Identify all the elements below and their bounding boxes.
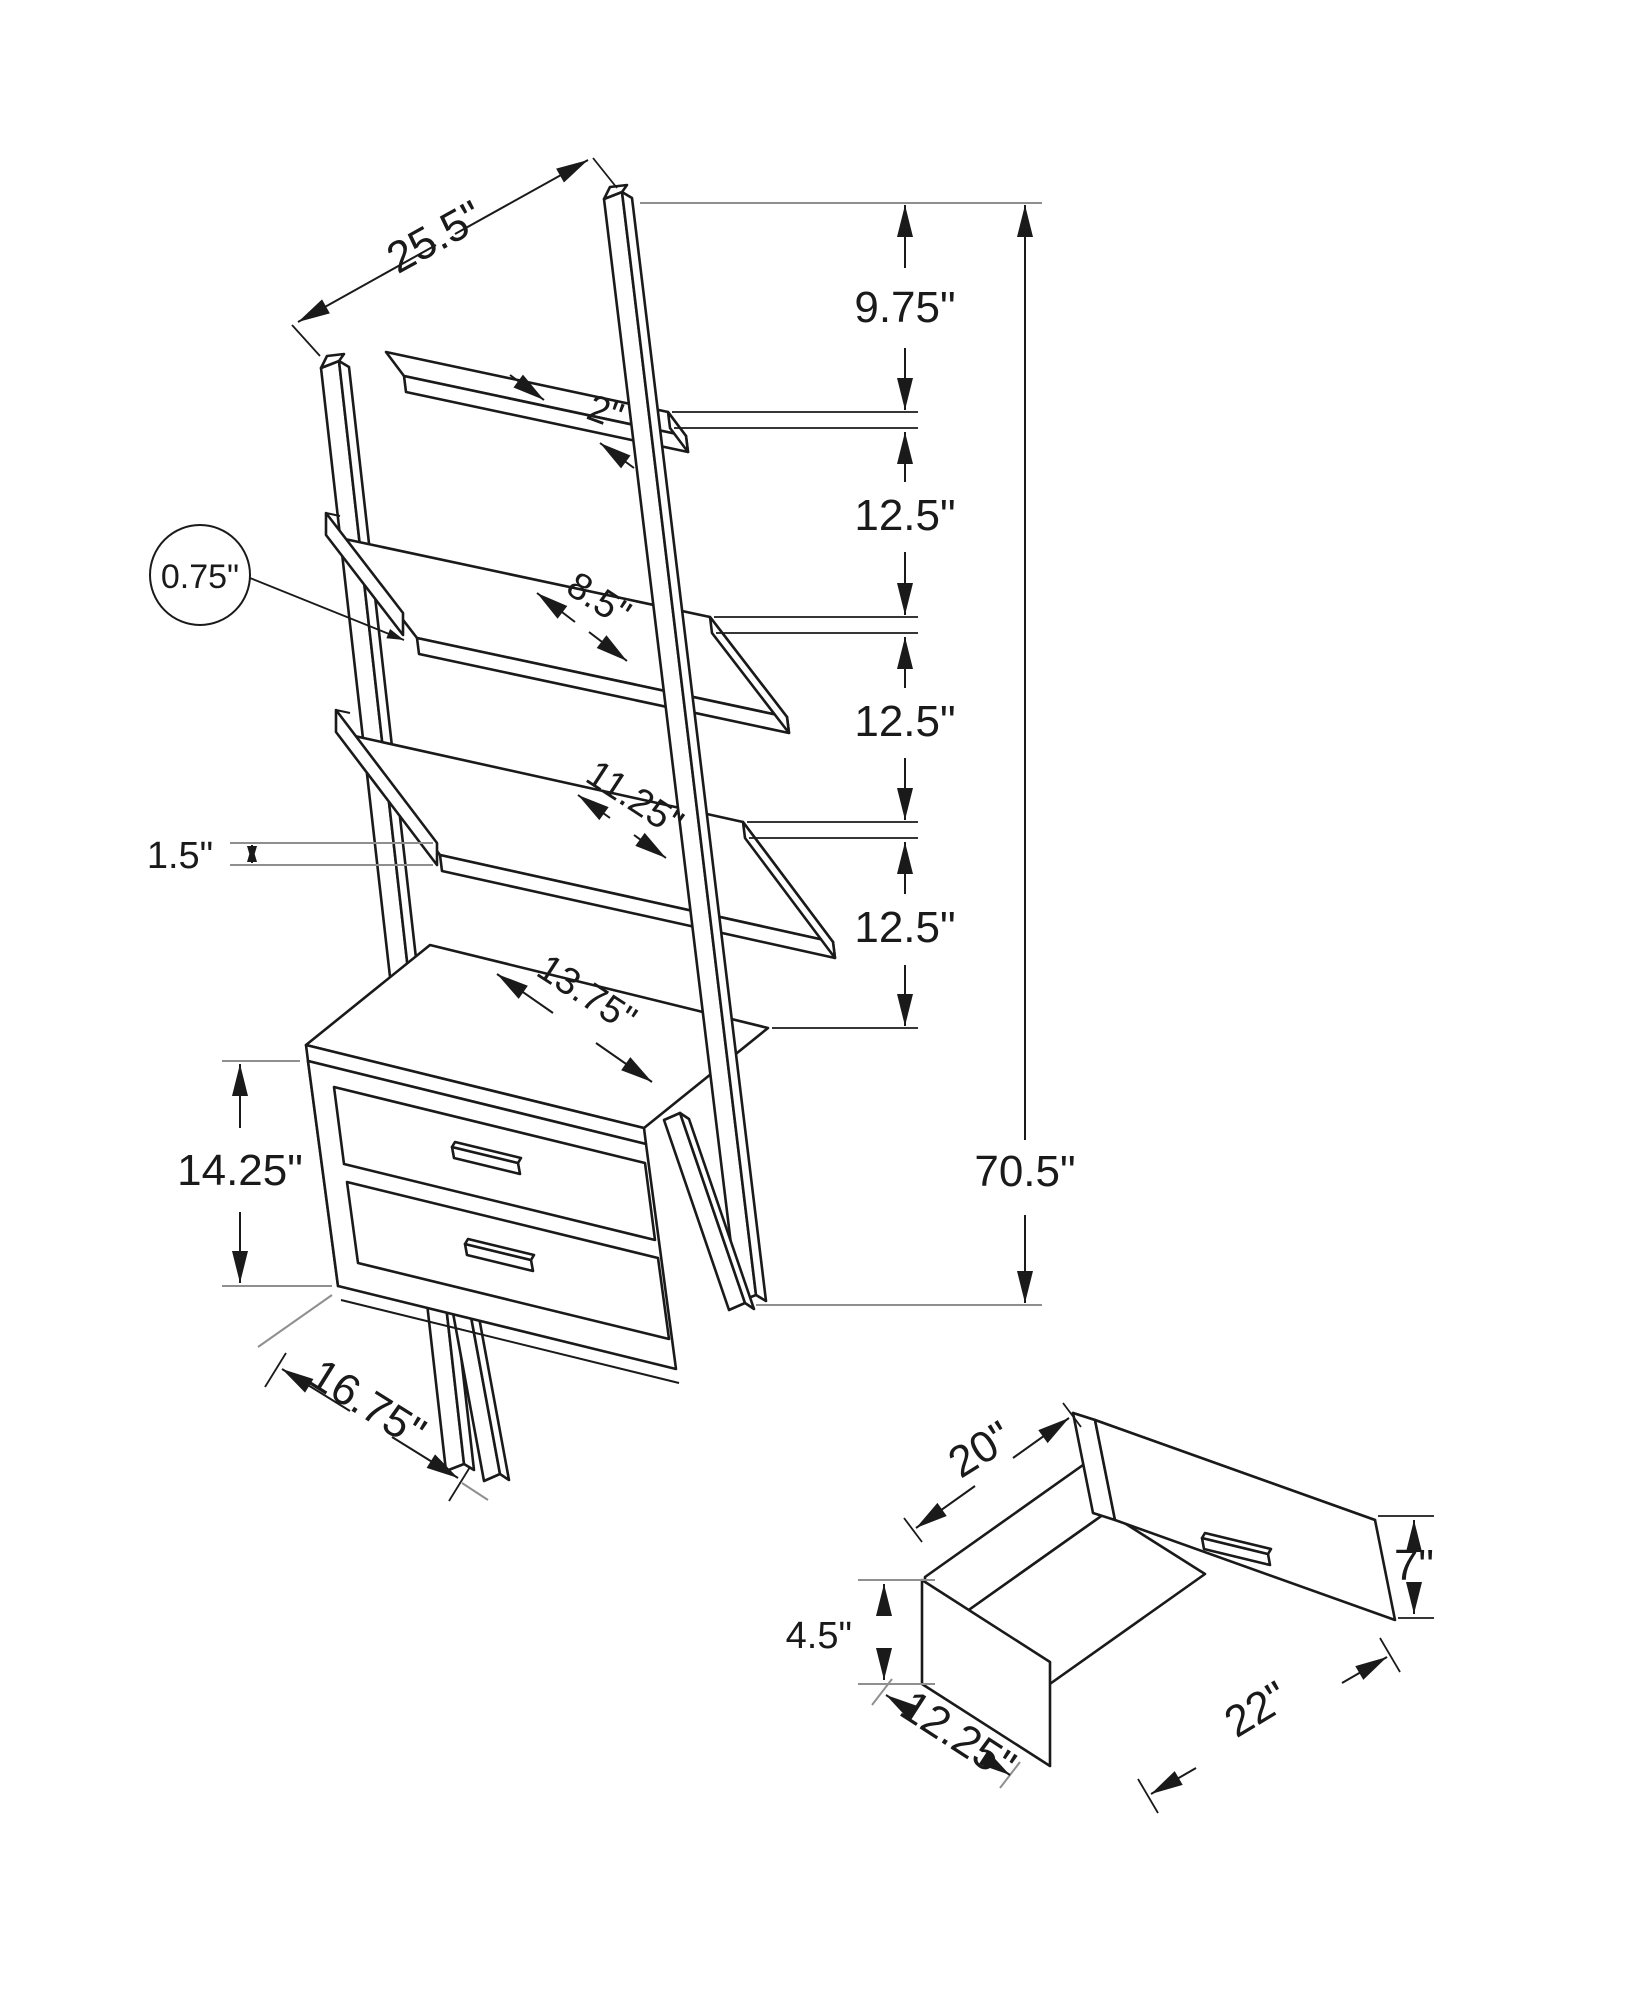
shelf3-end	[741, 820, 837, 960]
cabinet-height-dimension: 14.25"	[177, 1060, 332, 1287]
shelf-tick-lines	[672, 411, 918, 1029]
drawer-handle-upper-top	[450, 1140, 523, 1165]
dim-gap-shelf1-2: 12.5"	[854, 491, 955, 540]
rail-left-cap	[319, 352, 346, 370]
callout-circle	[149, 524, 251, 626]
dim-drawer-side-height: 4.5"	[786, 1615, 852, 1657]
rail-right-side	[620, 190, 768, 1303]
thickness-callout: 0.75"	[149, 524, 405, 641]
dim-drawer-back-width: 20"	[940, 1412, 1021, 1488]
drawer-detail-handle-top	[1200, 1531, 1273, 1556]
dim-cabinet-height: 14.25"	[177, 1146, 303, 1195]
dim-base-depth: 16.75"	[301, 1350, 434, 1458]
shelf2-stop-edge	[325, 512, 341, 517]
ladder-shelf-drawing	[304, 183, 837, 1483]
shelf3-stop-edge	[335, 709, 351, 714]
height-dimension-chain: 9.75" 12.5" 12.5" 12.5" 70.5"	[854, 205, 1076, 1303]
shelf2-top	[338, 536, 789, 719]
width-dimension: 25.5"	[291, 157, 618, 357]
drawer-detail-drawing	[920, 1411, 1397, 1768]
rail-right-cap	[602, 183, 629, 201]
drawer-left-panel	[920, 1578, 1052, 1768]
dim-lip-height: 1.5"	[147, 835, 213, 877]
cabinet-bottom-edge	[340, 1299, 680, 1384]
dim-drawer-front-width: 22"	[1216, 1672, 1297, 1747]
dim-gap-shelf3-cab: 12.5"	[854, 903, 955, 952]
dim-gap-shelf2-3: 12.5"	[854, 697, 955, 746]
drawer-front-panel	[1093, 1418, 1397, 1622]
dim-width-top: 25.5"	[379, 191, 491, 283]
lip-dimension: 1.5"	[147, 835, 433, 877]
drawer-handle-lower-top	[463, 1237, 536, 1262]
dim-total-height: 70.5"	[974, 1147, 1075, 1196]
leg-front-right-side	[678, 1111, 756, 1311]
dim-gap-top: 9.75"	[854, 283, 955, 332]
dim-drawer-front-height: 7"	[1394, 1541, 1434, 1590]
shelf2-end	[708, 615, 791, 735]
shelf3-end-stop	[334, 708, 439, 867]
dim-board-thickness: 0.75"	[161, 558, 239, 596]
reference-lines	[640, 202, 1042, 1306]
